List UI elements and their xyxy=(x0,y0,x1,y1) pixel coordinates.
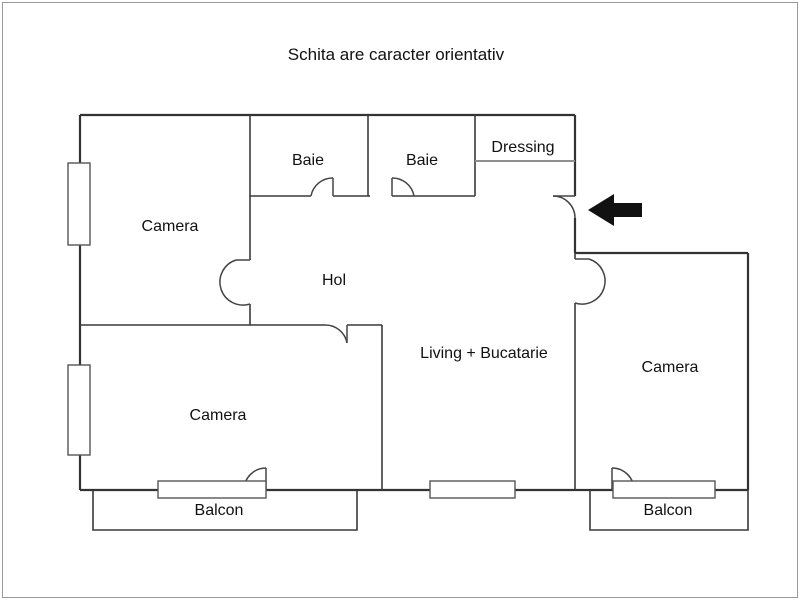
entrance-arrow xyxy=(588,194,642,226)
door-camera-bottomleft xyxy=(324,324,348,344)
door-baie-right-arc xyxy=(391,177,415,197)
room-label-dressing: Dressing xyxy=(491,139,554,156)
balcon-left-outline xyxy=(92,490,358,531)
page-title: Schita are caracter orientativ xyxy=(288,45,505,64)
window-left-upper xyxy=(67,162,91,246)
window-left-lower xyxy=(67,364,91,456)
door-baie-left xyxy=(310,177,334,197)
room-label-camera-right: Camera xyxy=(642,359,699,376)
room-label-balcon-left: Balcon xyxy=(195,502,244,519)
door-baie-left-arc xyxy=(310,177,334,197)
room-label-hol: Hol xyxy=(322,272,346,289)
door-living-right-arc xyxy=(574,258,606,305)
room-label-baie-right: Baie xyxy=(406,152,438,169)
balcon-right-outline xyxy=(589,490,749,531)
door-arcs xyxy=(219,177,635,491)
door-living-right xyxy=(574,258,606,305)
exterior-walls xyxy=(78,113,750,492)
interior-walls xyxy=(80,115,576,490)
window-living xyxy=(429,480,516,499)
door-camera-topleft-arc xyxy=(219,259,251,306)
room-label-baie-left: Baie xyxy=(292,152,324,169)
room-label-camera-bottom-left: Camera xyxy=(190,407,247,424)
door-baie-right xyxy=(391,177,415,197)
room-label-living-bucatarie: Living + Bucatarie xyxy=(420,345,548,362)
windows xyxy=(67,162,716,499)
room-label-balcon-right: Balcon xyxy=(644,502,693,519)
entrance-arrow-glyph xyxy=(588,194,642,226)
window-balcony-right xyxy=(612,480,716,499)
room-label-camera-top-left: Camera xyxy=(142,218,199,235)
door-entry-arc xyxy=(552,195,576,219)
door-camera-bottomleft-arc xyxy=(324,324,348,344)
room-labels: Camera Baie Baie Dressing Hol Living + B… xyxy=(142,139,699,519)
door-camera-topleft xyxy=(219,259,251,306)
window-balcony-left xyxy=(157,480,267,499)
door-entry xyxy=(552,195,576,219)
balconies xyxy=(92,490,749,531)
